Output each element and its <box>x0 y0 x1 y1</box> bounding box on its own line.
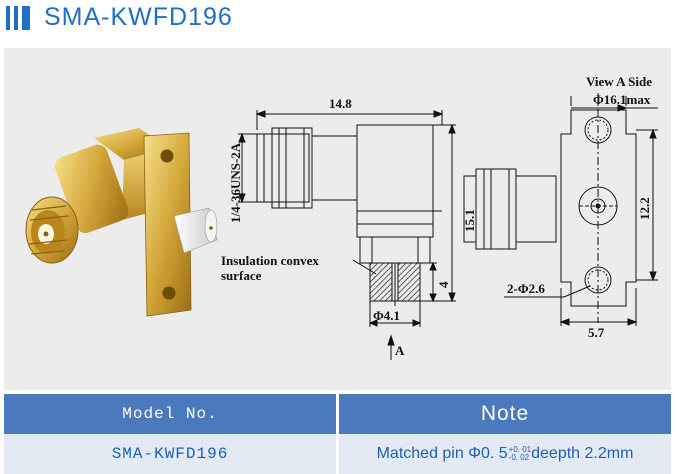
view-arrow-label: A <box>395 343 405 358</box>
model-cell: SMA-KWFD196 <box>4 434 339 474</box>
dim-holes: 2-Φ2.6 <box>507 281 545 296</box>
technical-drawing-panel: 14.8 1/4-36UNS-2A 15.1 4 Φ4.1 Insulation… <box>4 48 671 390</box>
dim-pin-diameter: Φ4.1 <box>373 308 400 323</box>
connector-photo <box>25 128 218 317</box>
side-view-drawing <box>238 110 456 360</box>
column-header-model: Model No. <box>4 394 339 434</box>
view-a-flange-drawing <box>504 93 658 326</box>
dim-height: 15.1 <box>462 209 477 232</box>
dim-overall-length: 14.8 <box>329 96 352 111</box>
note-suffix: deepth 2.2mm <box>531 445 634 462</box>
insulation-label-line1: Insulation convex <box>221 253 319 268</box>
view-a-title: View A Side <box>586 74 652 89</box>
tolerance-upper: +0. 01 <box>508 444 532 454</box>
tolerance: +0. 01-0. 02 <box>508 444 532 462</box>
title-accent-icon <box>6 6 36 30</box>
dim-pin-length: 4 <box>436 281 451 288</box>
dim-hole-spacing: 12.2 <box>637 197 652 220</box>
title-bar: SMA-KWFD196 <box>0 0 677 40</box>
note-prefix: Matched pin Φ0. 5 <box>376 445 508 462</box>
dim-flange-dia: Φ16.1max <box>593 92 651 107</box>
table-row: SMA-KWFD196 Matched pin Φ0. 5+0. 01-0. 0… <box>4 434 671 474</box>
spec-table: Model No. Note SMA-KWFD196 Matched pin Φ… <box>4 394 671 474</box>
thread-spec-label: 1/4-36UNS-2A <box>228 142 243 223</box>
tolerance-lower: -0. 02 <box>508 452 530 462</box>
table-header-row: Model No. Note <box>4 394 671 434</box>
drawing-canvas: 14.8 1/4-36UNS-2A 15.1 4 Φ4.1 Insulation… <box>25 74 658 360</box>
dim-flange-width: 5.7 <box>588 325 605 340</box>
insulation-label-line2: surface <box>221 268 262 283</box>
front-view-drawing <box>463 168 557 250</box>
column-header-note: Note <box>337 394 671 434</box>
page-title: SMA-KWFD196 <box>44 3 233 31</box>
